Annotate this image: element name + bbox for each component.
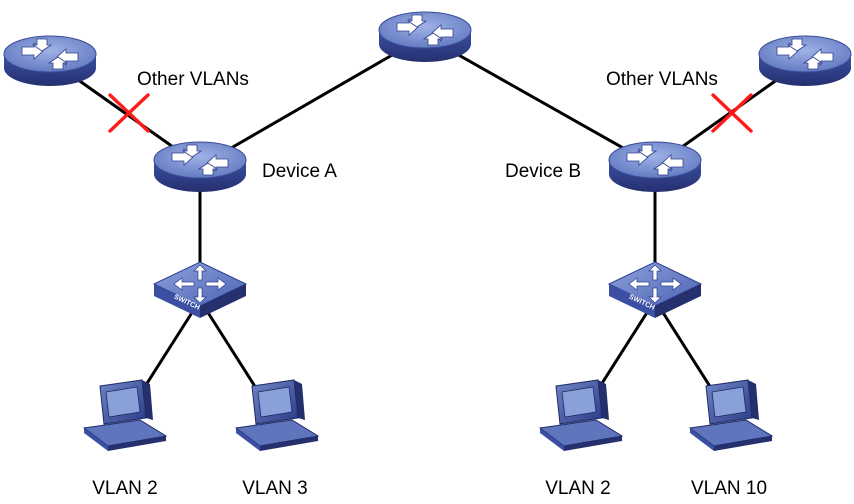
link-device-a-core (199, 34, 426, 168)
device-b-router-icon (608, 141, 702, 193)
device-b-label: Device B (505, 161, 581, 182)
links (49, 34, 806, 411)
blocked-mark-left (108, 93, 150, 133)
pc-left-2-icon (235, 379, 319, 452)
pc-right-1-label: VLAN 2 (545, 478, 610, 499)
other-vlans-label-left: Other VLANs (137, 69, 249, 90)
blocked-mark-right (711, 93, 753, 133)
link-core-device-b (424, 34, 656, 168)
right-router-icon (758, 35, 852, 87)
core-router-icon (378, 11, 472, 63)
pc-left-2-label: VLAN 3 (242, 478, 307, 499)
pc-left-1-label: VLAN 2 (92, 478, 157, 499)
pc-right-2-label: VLAN 10 (691, 478, 767, 499)
other-vlans-label-right: Other VLANs (606, 69, 718, 90)
pc-right-1-icon (539, 379, 623, 452)
pc-right-2-icon (689, 379, 773, 452)
switch-left-icon: SWITCH (153, 261, 247, 319)
device-a-router-icon (153, 141, 247, 193)
switch-right-icon: SWITCH (608, 261, 702, 319)
device-a-label: Device A (262, 161, 337, 182)
pc-left-1-icon (83, 379, 167, 452)
left-router-icon (3, 35, 97, 87)
